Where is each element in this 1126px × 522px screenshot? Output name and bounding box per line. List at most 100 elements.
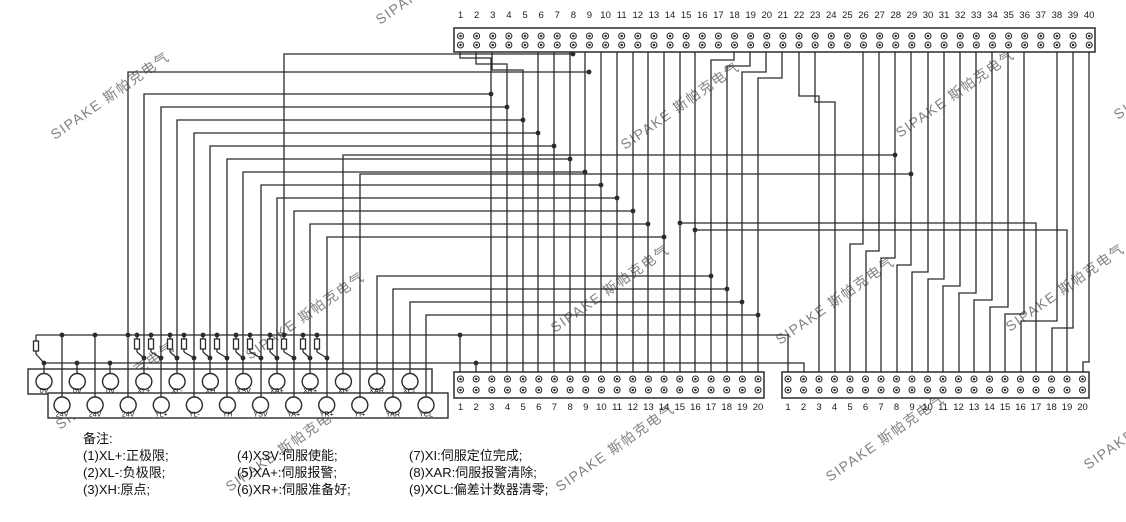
- pin-contact-center: [459, 388, 462, 392]
- pin-number: 12: [627, 402, 638, 413]
- pin-number: 18: [729, 10, 740, 21]
- pin-contact-center: [572, 43, 575, 47]
- wire: [376, 275, 711, 373]
- pin-contact-center: [507, 34, 511, 38]
- junction-dot: [291, 355, 297, 361]
- pin-number: 2: [474, 402, 479, 413]
- terminal-label: YAR: [386, 410, 400, 419]
- pin-contact-center: [474, 388, 478, 392]
- pin-contact-center: [1087, 34, 1091, 38]
- pin-contact-center: [941, 377, 945, 381]
- wire: [680, 222, 1037, 372]
- pin-contact-center: [781, 34, 785, 38]
- pin-contact-center: [749, 43, 752, 47]
- wire: [849, 52, 864, 372]
- terminal-screw: [201, 372, 220, 391]
- pin-contact-center: [895, 388, 898, 392]
- pin-contact-center: [864, 377, 867, 381]
- wire: [176, 119, 523, 373]
- pin-contact-center: [588, 43, 591, 47]
- pin-contact-center: [725, 377, 728, 381]
- notes-column-1: (1)XL+:正极限; (2)XL-:负极限; (3)XH:原点;: [83, 447, 169, 498]
- pin-contact-center: [848, 377, 852, 381]
- pin-number: 35: [1003, 10, 1014, 21]
- pin-contact-center: [846, 34, 849, 38]
- pin-contact-center: [555, 34, 559, 38]
- pin-contact-center: [958, 43, 962, 47]
- wire: [226, 158, 570, 397]
- pin-number: 11: [612, 402, 622, 413]
- terminal-label: YH: [222, 410, 232, 419]
- junction-dot: [281, 332, 287, 338]
- junction-dot: [324, 355, 330, 361]
- wire: [309, 223, 648, 373]
- terminal-screw: [384, 396, 402, 414]
- pin-contact-center: [975, 43, 978, 47]
- junction-dot: [267, 332, 273, 338]
- junction-dot: [598, 182, 604, 188]
- pin-contact-center: [506, 377, 509, 381]
- pin-contact-center: [604, 43, 607, 47]
- watermark-text: SIPAKE 斯帕克电气: [1111, 28, 1126, 122]
- junction-dot: [473, 360, 479, 366]
- indicator-component: [32, 335, 45, 364]
- terminal-label: XCL: [403, 386, 417, 395]
- pin-number: 9: [909, 402, 914, 413]
- pin-contact-center: [1071, 34, 1075, 38]
- pin-number: 1: [458, 402, 463, 413]
- wire: [880, 52, 896, 372]
- terminal-screw: [135, 372, 153, 391]
- resistor-body: [280, 338, 288, 350]
- pin-contact-center: [620, 43, 623, 47]
- top-connector-box: [453, 27, 1096, 53]
- pin-number: 12: [953, 402, 964, 413]
- pin-number: 22: [794, 10, 805, 21]
- resistor-body: [299, 338, 307, 350]
- pin-contact-center: [537, 388, 541, 392]
- junction-dot: [551, 143, 557, 149]
- terminal-screw: [284, 396, 303, 414]
- wire: [127, 71, 589, 335]
- pin-contact-center: [988, 388, 991, 392]
- junction-dot: [233, 332, 239, 338]
- pin-number: 18: [1046, 402, 1057, 413]
- junction-dot: [158, 355, 164, 361]
- junction-dot: [74, 360, 80, 366]
- pin-number: 13: [643, 402, 654, 413]
- pin-contact-center: [910, 43, 914, 47]
- pin-number: 28: [890, 10, 901, 21]
- pin-number: 21: [778, 10, 789, 21]
- pin-contact-center: [701, 43, 704, 47]
- junction-dot: [520, 117, 526, 123]
- junction-dot: [134, 332, 140, 338]
- pin-number: 15: [1000, 402, 1011, 413]
- pin-contact-center: [1034, 388, 1038, 392]
- pin-contact-center: [1050, 388, 1053, 392]
- watermark-text: SIPAKE 斯帕克电气: [1003, 240, 1126, 334]
- pin-contact-center: [523, 34, 527, 38]
- pin-contact-center: [662, 377, 666, 381]
- pin-contact-center: [813, 43, 817, 47]
- wire: [757, 52, 783, 372]
- junction-dot: [258, 355, 264, 361]
- pin-contact-center: [817, 388, 821, 392]
- wire: [242, 171, 585, 373]
- pin-contact-center: [733, 43, 736, 47]
- pin-contact-center: [910, 34, 914, 38]
- pin-number: 19: [745, 10, 756, 21]
- wire: [342, 154, 895, 373]
- terminal-screw: [152, 396, 170, 414]
- wire: [193, 132, 538, 397]
- pin-number: 19: [737, 402, 748, 413]
- junction-dot: [167, 332, 173, 338]
- pin-contact-center: [568, 388, 572, 392]
- pin-number: 16: [690, 402, 701, 413]
- notes-column-3: (7)XI:伺服定位完成; (8)XAR:伺服报警清除; (9)XCL:偏差计数…: [409, 447, 548, 498]
- junction-dot: [107, 360, 113, 366]
- terminal-label: YL+: [155, 410, 168, 419]
- note-line: (6)XR+:伺服准备好;: [237, 482, 351, 497]
- indicator-component: [280, 335, 295, 359]
- resistor-body: [166, 338, 174, 350]
- pin-number: 39: [1068, 10, 1079, 21]
- pin-contact-center: [620, 34, 623, 38]
